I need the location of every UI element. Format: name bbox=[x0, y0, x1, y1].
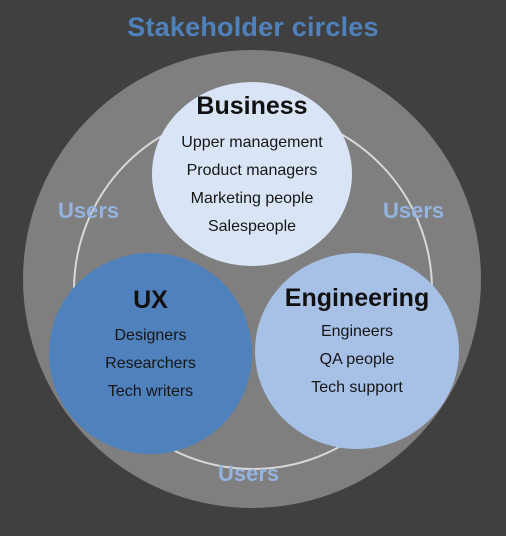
business-list: Upper management Product managers Market… bbox=[152, 129, 352, 241]
business-item-upper-management: Upper management bbox=[181, 134, 323, 151]
engineering-heading: Engineering bbox=[284, 284, 430, 312]
ux-list: Designers Researchers Tech writers bbox=[49, 322, 252, 406]
engineering-item-tech-support: Tech support bbox=[311, 379, 403, 396]
engineering-item-engineers: Engineers bbox=[320, 323, 394, 340]
business-item-salespeople: Salespeople bbox=[207, 218, 297, 235]
users-label-bottom: Users bbox=[218, 461, 280, 486]
diagram-title: Stakeholder circles bbox=[127, 12, 379, 42]
business-item-product-managers: Product managers bbox=[186, 162, 318, 179]
ux-item-tech-writers: Tech writers bbox=[107, 383, 194, 400]
engineering-list: Engineers QA people Tech support bbox=[255, 318, 459, 402]
users-label-left: Users bbox=[58, 198, 120, 223]
ux-item-researchers: Researchers bbox=[105, 355, 196, 372]
business-item-marketing-people: Marketing people bbox=[190, 190, 314, 207]
ux-heading: UX bbox=[133, 286, 168, 314]
engineering-item-qa-people: QA people bbox=[319, 351, 395, 368]
engineering-circle: Engineering Engineers QA people Tech sup… bbox=[255, 253, 459, 449]
ux-item-designers: Designers bbox=[114, 327, 187, 344]
business-heading: Business bbox=[196, 92, 308, 120]
ux-circle: UX Designers Researchers Tech writers bbox=[49, 253, 252, 454]
business-circle: Business Upper management Product manage… bbox=[152, 82, 352, 266]
users-label-right: Users bbox=[383, 198, 445, 223]
